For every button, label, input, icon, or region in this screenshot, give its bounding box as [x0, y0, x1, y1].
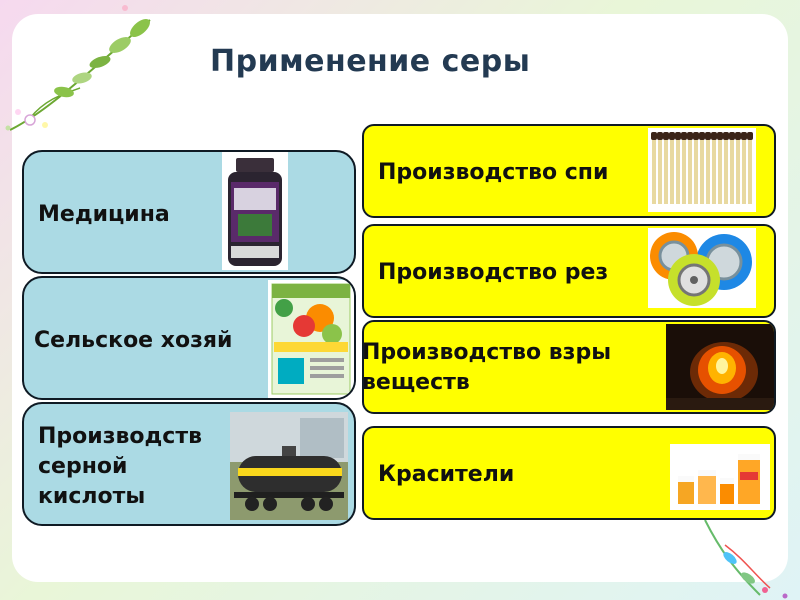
card-label: Красители: [378, 462, 515, 487]
card-matches: Производство спи: [362, 124, 776, 218]
card-rubber: Производство рез: [362, 224, 776, 318]
card-label: Производство рез: [378, 260, 609, 285]
slide-title: Применение серы: [210, 44, 531, 79]
card-label: Производство спи: [378, 160, 609, 185]
supplement-bottle-icon: [222, 152, 288, 270]
card-sulfuric-acid: Производств серной кислоты: [22, 402, 356, 526]
card-label: Сельское хозяй: [34, 328, 233, 353]
floral-decoration-icon: [5, 5, 151, 131]
floral-decoration-bottom-icon: [704, 519, 788, 599]
card-dyes: Красители: [362, 426, 776, 520]
card-medicine: Медицина: [22, 150, 356, 274]
tank-car-icon: [230, 412, 348, 520]
card-label: Производств серной кислоты: [38, 424, 202, 509]
matchsticks-icon: [648, 128, 756, 212]
card-label: Производство взры веществ: [362, 340, 612, 395]
explosion-fire-icon: [666, 324, 774, 410]
card-label: Медицина: [38, 202, 170, 227]
card-agriculture: Сельское хозяй: [22, 276, 356, 400]
card-explosives: Производство взры веществ: [362, 320, 776, 414]
fertilizer-package-icon: [268, 280, 354, 398]
car-tires-icon: [648, 228, 756, 308]
dye-jars-icon: [670, 444, 770, 510]
